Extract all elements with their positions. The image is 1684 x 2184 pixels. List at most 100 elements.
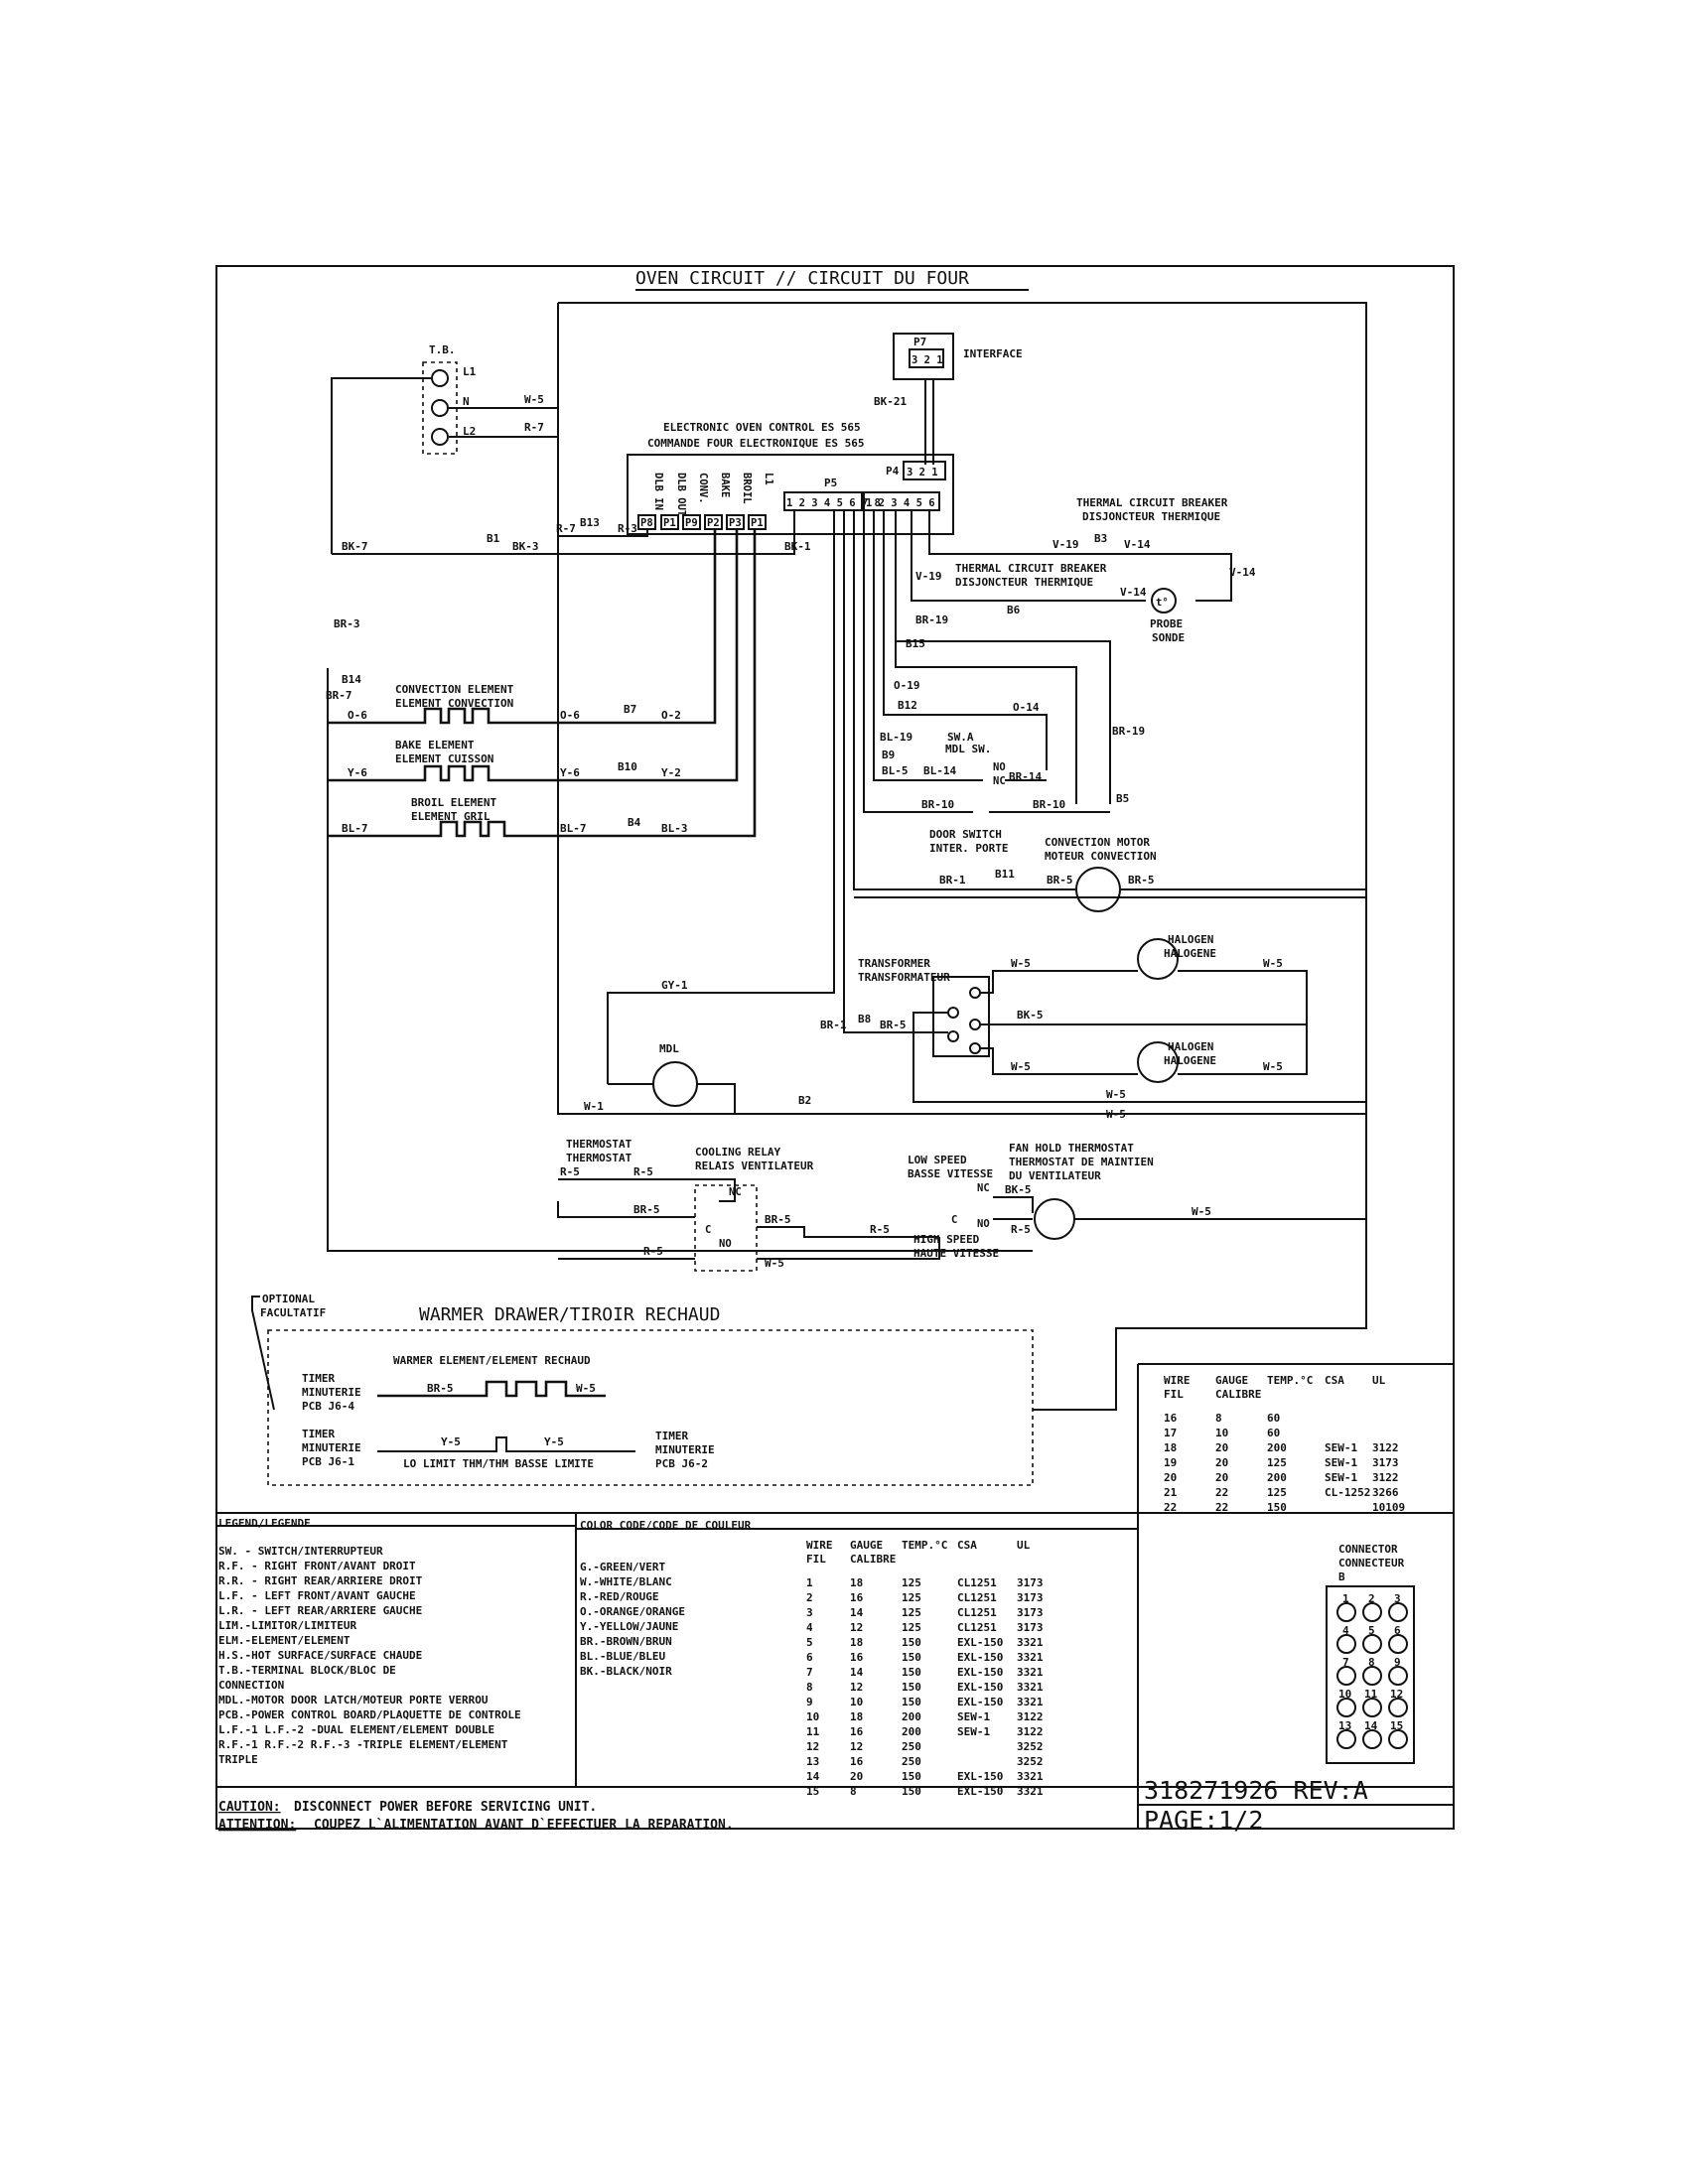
svg-text:BR-5: BR-5 (427, 1382, 454, 1395)
svg-text:NO: NO (719, 1238, 732, 1250)
table-cell: 125 (902, 1576, 921, 1589)
svg-text:C: C (951, 1214, 957, 1226)
svg-text:L.R. - LEFT REAR/ARRIERE GAUC: L.R. - LEFT REAR/ARRIERE GAUCHE (218, 1604, 422, 1617)
thermostat: THERMOSTAT THERMOSTAT (566, 1138, 632, 1164)
svg-text:MINUTERIE: MINUTERIE (302, 1441, 361, 1454)
table-cell: 18 (1164, 1441, 1177, 1454)
svg-text:BK-5: BK-5 (1005, 1183, 1032, 1196)
table-cell: 10 (850, 1696, 863, 1708)
table-cell: EXL-150 (957, 1770, 1003, 1783)
table-header: TEMP.°C (1267, 1374, 1313, 1387)
svg-text:B11: B11 (995, 868, 1015, 881)
connector-pin-label: 10 (1338, 1688, 1351, 1701)
table-header: CALIBRE (1215, 1388, 1261, 1401)
table-cell: 3321 (1017, 1651, 1044, 1664)
table-header: CALIBRE (850, 1553, 896, 1566)
table-cell: 150 (902, 1651, 921, 1664)
table-cell: 150 (902, 1636, 921, 1649)
svg-text:L.F. - LEFT FRONT/AVANT GAUCH: L.F. - LEFT FRONT/AVANT GAUCHE (218, 1589, 416, 1602)
svg-text:INTERFACE: INTERFACE (963, 347, 1023, 360)
svg-text:P1: P1 (751, 517, 764, 529)
svg-text:W-5: W-5 (576, 1382, 596, 1395)
svg-text:O-14: O-14 (1013, 701, 1040, 714)
table-cell: SEW-1 (1325, 1456, 1357, 1469)
outer-frame (215, 265, 1455, 1830)
svg-text:V-19: V-19 (915, 570, 942, 583)
table-cell: 3 (806, 1606, 813, 1619)
svg-text:DLB IN: DLB IN (652, 473, 664, 510)
table-cell: 3122 (1372, 1471, 1399, 1484)
svg-text:R-5: R-5 (1011, 1223, 1031, 1236)
svg-text:BL-14: BL-14 (923, 764, 956, 777)
svg-text:THERMOSTAT: THERMOSTAT (566, 1152, 632, 1164)
table-header: CSA (1325, 1374, 1344, 1387)
table-cell: 3266 (1372, 1486, 1399, 1499)
probe: t° PROBE SONDE (1150, 588, 1185, 644)
svg-text:BAKE: BAKE (719, 473, 731, 497)
page-number: PAGE:1/2 (1144, 1806, 1263, 1835)
svg-text:W-1: W-1 (584, 1100, 604, 1113)
table-cell: SEW-1 (1325, 1471, 1357, 1484)
table-header: GAUGE (1215, 1374, 1248, 1387)
table-cell: 3321 (1017, 1636, 1044, 1649)
table-cell: 125 (1267, 1486, 1287, 1499)
svg-text:W-5: W-5 (1106, 1108, 1126, 1121)
table-cell: 8 (1215, 1412, 1222, 1425)
svg-text:DISJONCTEUR THERMIQUE: DISJONCTEUR THERMIQUE (1082, 510, 1220, 523)
svg-text:DU VENTILATEUR: DU VENTILATEUR (1009, 1169, 1101, 1182)
svg-text:BR.-BROWN/BRUN: BR.-BROWN/BRUN (580, 1635, 672, 1648)
svg-text:W-5: W-5 (1192, 1205, 1211, 1218)
svg-text:BK-3: BK-3 (512, 540, 539, 553)
table-cell: 20 (1215, 1456, 1228, 1469)
table-cell: 3321 (1017, 1696, 1044, 1708)
svg-text:HALOGENE: HALOGENE (1164, 1054, 1216, 1067)
svg-text:BR-5: BR-5 (1047, 874, 1073, 887)
table-cell: CL1251 (957, 1591, 997, 1604)
svg-text:B2: B2 (798, 1094, 811, 1107)
connector-pin (1362, 1666, 1382, 1686)
svg-text:W-5: W-5 (1011, 957, 1031, 970)
svg-text:O-2: O-2 (661, 709, 681, 722)
svg-text:W-5: W-5 (524, 393, 544, 406)
svg-text:L.F.-1 L.F.-2 -DUAL ELEMENT/EL: L.F.-1 L.F.-2 -DUAL ELEMENT/ELEMENT DOUB… (218, 1723, 494, 1736)
table-cell: 3173 (1372, 1456, 1399, 1469)
table-cell: 150 (902, 1681, 921, 1694)
table-cell: 150 (1267, 1501, 1287, 1514)
caution-label: CAUTION: (218, 1800, 281, 1815)
connector-pin (1362, 1698, 1382, 1717)
connector-pin (1336, 1698, 1356, 1717)
svg-text:V-14: V-14 (1229, 566, 1256, 579)
svg-text:CONV.: CONV. (697, 473, 709, 504)
svg-text:TIMER: TIMER (302, 1372, 335, 1385)
svg-text:BR-1: BR-1 (820, 1019, 847, 1031)
table-cell: 3173 (1017, 1621, 1044, 1634)
diagram-title: OVEN CIRCUIT // CIRCUIT DU FOUR (635, 268, 969, 289)
svg-text:MOTEUR CONVECTION: MOTEUR CONVECTION (1045, 850, 1157, 863)
table-cell: 125 (902, 1621, 921, 1634)
table-cell: 10 (806, 1710, 819, 1723)
connector-pin (1388, 1698, 1408, 1717)
connector-pin-label: 14 (1364, 1719, 1378, 1732)
table-cell: 12 (850, 1621, 863, 1634)
table-cell: 150 (902, 1770, 921, 1783)
svg-text:BROIL: BROIL (741, 473, 753, 504)
table-cell: SEW-1 (1325, 1441, 1357, 1454)
table-cell: 4 (806, 1621, 813, 1634)
svg-text:MDL.-MOTOR DOOR LATCH/MOTEUR P: MDL.-MOTOR DOOR LATCH/MOTEUR PORTE VERRO… (218, 1694, 489, 1706)
table-cell: EXL-150 (957, 1651, 1003, 1664)
svg-text:3 2 1: 3 2 1 (912, 354, 943, 366)
svg-text:B10: B10 (618, 760, 637, 773)
svg-text:COOLING RELAY: COOLING RELAY (695, 1146, 780, 1159)
svg-text:R-5: R-5 (560, 1165, 580, 1178)
connector-pin (1336, 1729, 1356, 1749)
svg-text:PROBE: PROBE (1150, 617, 1183, 630)
svg-text:DOOR SWITCH: DOOR SWITCH (929, 828, 1002, 841)
svg-text:BR-14: BR-14 (1009, 770, 1042, 783)
table-cell: 200 (1267, 1441, 1287, 1454)
table-header: UL (1372, 1374, 1386, 1387)
svg-text:PCB J6-4: PCB J6-4 (302, 1400, 354, 1413)
caution-text: DISCONNECT POWER BEFORE SERVICING UNIT. (294, 1800, 597, 1815)
table-cell: CL1251 (957, 1606, 997, 1619)
table-cell: CL-1252 (1325, 1486, 1370, 1499)
svg-text:BAKE ELEMENT: BAKE ELEMENT (395, 739, 475, 751)
